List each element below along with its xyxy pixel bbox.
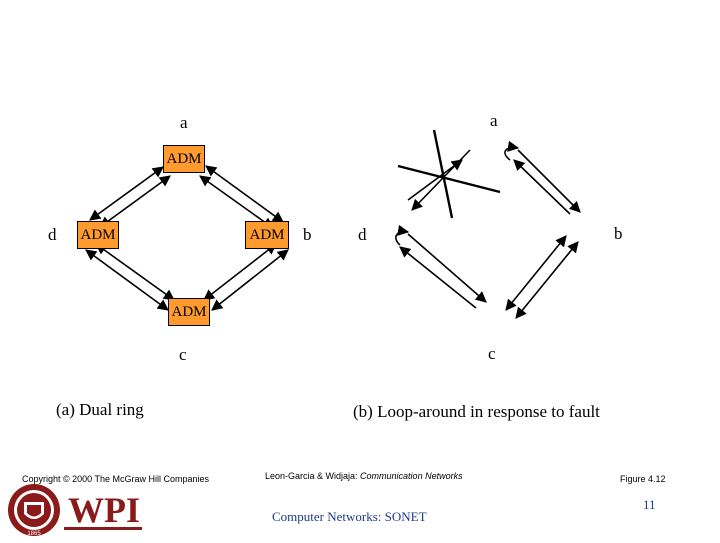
adm-node-left: ADM [77, 221, 119, 249]
loop-around-links [395, 129, 581, 319]
loop-at-a [504, 140, 520, 161]
logo-text: WPI [68, 490, 140, 530]
right-link-bottom-outer [515, 241, 579, 319]
page-number: 11 [643, 497, 656, 512]
caption-dual-ring: (a) Dual ring [56, 400, 144, 419]
node-label-d-left: d [48, 225, 57, 244]
figure-number: Figure 4.12 [620, 474, 666, 484]
adm-node-top: ADM [163, 145, 205, 173]
right-link-top-outer [517, 149, 581, 213]
left-link-bottom-outer [407, 233, 487, 303]
source-authors: Leon-Garcia & Widjaja: [265, 471, 361, 481]
ring-link-left-bottom-outer [85, 249, 169, 311]
broken-link-inner [407, 159, 463, 201]
caption-loop-around: (b) Loop-around in response to fault [353, 402, 600, 421]
copyright-notice: Copyright © 2000 The McGraw Hill Compani… [22, 474, 210, 484]
right-link-bottom-inner [505, 235, 567, 311]
ring-link-left-bottom-inner [95, 243, 175, 301]
ring-link-right-bottom-outer [211, 249, 289, 311]
slide-title: Computer Networks: SONET [272, 509, 427, 524]
source-book: Communication Networks [360, 471, 463, 481]
left-link-bottom-inner [399, 246, 477, 309]
dual-ring-links [85, 165, 289, 311]
ring-link-top-right-inner [199, 175, 274, 229]
fault-cross-vertical [432, 129, 454, 219]
ring-link-right-bottom-inner [203, 243, 277, 301]
source-citation: Leon-Garcia & Widjaja: Communication Net… [265, 472, 463, 481]
adm-node-bottom: ADM [168, 298, 210, 326]
fault-cross-horizontal [397, 164, 501, 194]
node-label-b-left: b [303, 225, 312, 244]
right-link-top-inner [513, 159, 571, 215]
loop-at-d [395, 224, 410, 246]
ring-link-top-left-inner [99, 175, 171, 228]
adm-node-right: ADM [245, 221, 289, 249]
ring-link-top-left-outer [89, 166, 164, 221]
wpi-seal-icon: 1865 WPI [8, 484, 142, 537]
node-label-b-right: b [614, 224, 623, 243]
seal-year: 1865 [27, 531, 41, 537]
node-label-c-right: c [488, 344, 496, 363]
wpi-logo: 1865 WPI [6, 480, 146, 538]
node-label-d-right: d [358, 225, 367, 244]
node-label-c-left: c [179, 345, 187, 364]
ring-link-top-right-outer [205, 165, 284, 223]
node-label-a-right: a [490, 111, 498, 130]
node-label-a-left: a [180, 113, 188, 132]
